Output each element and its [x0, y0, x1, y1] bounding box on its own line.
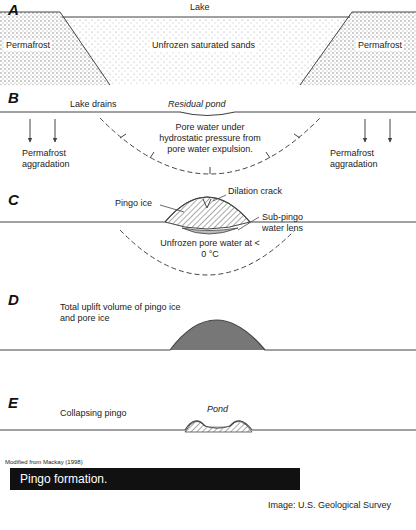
panel-letter: B: [8, 90, 19, 106]
collapsed-ice: [185, 421, 252, 432]
panel-letter: C: [8, 192, 19, 208]
feature-label: Lake drains: [70, 99, 117, 110]
feature-label: Unfrozen pore water at < 0 °C: [160, 238, 260, 260]
feature-label: Pingo ice: [115, 198, 160, 209]
panel-d: [0, 320, 416, 350]
water-lens: [182, 228, 238, 234]
freezing-front: [100, 118, 320, 174]
feature-label: Pore water under hydrostatic pressure fr…: [158, 122, 262, 155]
ground-surface: [0, 197, 416, 222]
panel-b: [0, 112, 416, 174]
panel-e: [0, 421, 416, 432]
feature-label: Unfrozen saturated sands: [150, 40, 257, 51]
ground-surface: [0, 421, 416, 430]
feature-label: Lake: [190, 2, 210, 13]
feature-label: Permafrost: [4, 40, 52, 51]
leader-lines: [160, 195, 259, 230]
ground-surface: [0, 12, 416, 85]
feature-label: Permafrost: [356, 40, 404, 51]
feature-label: Dilation crack: [228, 186, 282, 197]
image-credit: Image: U.S. Geological Survey: [268, 500, 391, 511]
pingo-ice: [165, 197, 250, 229]
panel-c: [0, 195, 416, 275]
panel-letter: A: [8, 2, 19, 18]
feature-label: Permafrost aggradation: [22, 148, 92, 170]
panel-letter: D: [8, 292, 19, 308]
ground-surface: [0, 112, 416, 116]
dilation-crack: [203, 199, 211, 208]
feature-label: Permafrost aggradation: [330, 148, 405, 170]
panel-a: [0, 12, 416, 85]
feature-label: Collapsing pingo: [60, 408, 127, 419]
figure-caption: Pingo formation.: [20, 472, 107, 486]
feature-label: Pond: [207, 404, 228, 415]
ground-surface: [0, 320, 416, 350]
pond: [205, 426, 230, 428]
panel-letter: E: [8, 395, 18, 411]
source-note: Modified from Mackay (1998): [5, 458, 83, 466]
feature-label: Sub-pingo water lens: [262, 212, 322, 234]
feature-label: Total uplift volume of pingo ice and por…: [60, 302, 185, 324]
freezing-front: [120, 230, 295, 275]
feature-label: Residual pond: [168, 99, 226, 110]
lake-surface: [62, 16, 350, 17]
